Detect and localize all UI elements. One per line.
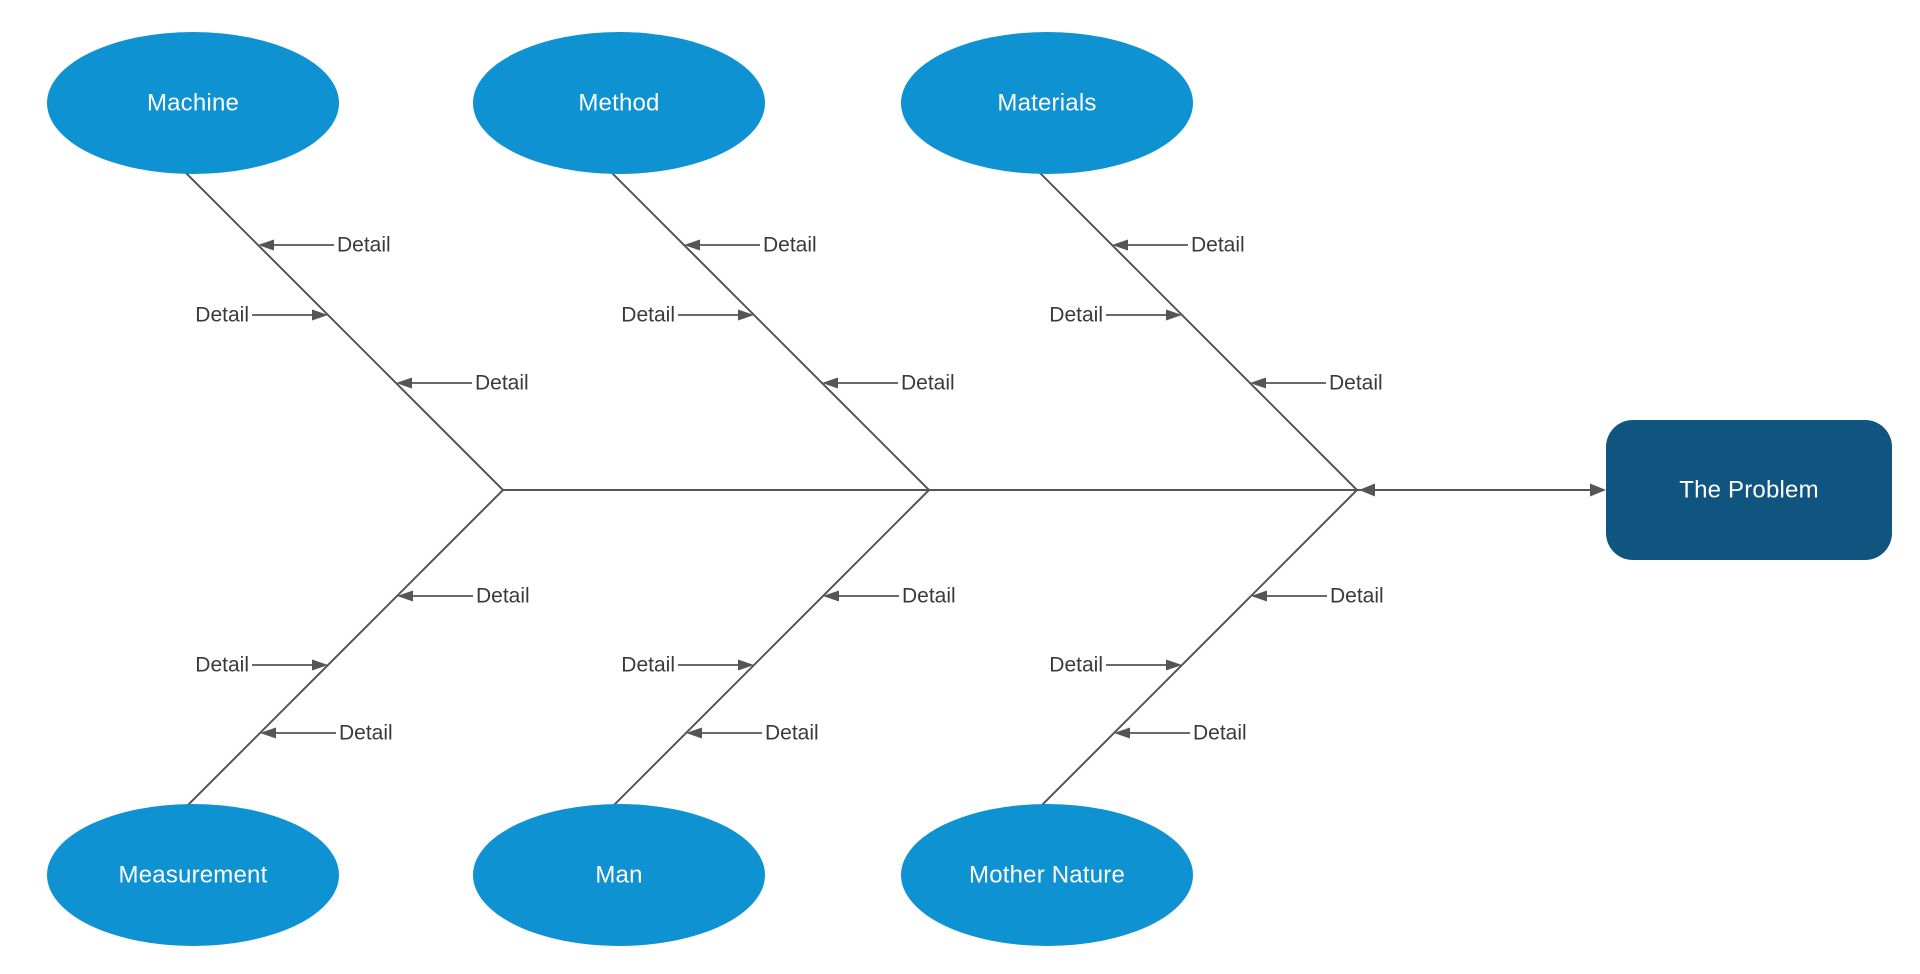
category-label-measurement: Measurement: [119, 862, 268, 889]
detail-arrow: Detail: [1251, 585, 1384, 608]
detail-label[interactable]: Detail: [763, 234, 817, 257]
spine-arrowhead-left-icon: [1359, 483, 1375, 497]
detail-arrow: Detail: [396, 372, 529, 395]
detail-arrow: Detail: [686, 722, 819, 745]
detail-arrowhead-icon: [1166, 309, 1182, 321]
detail-label[interactable]: Detail: [476, 585, 530, 608]
bone-line-machine: [147, 134, 504, 491]
detail-label[interactable]: Detail: [765, 722, 819, 745]
detail-arrowhead-icon: [738, 659, 754, 671]
category-label-machine: Machine: [147, 90, 239, 117]
category-node-machine[interactable]: [47, 32, 339, 174]
detail-arrowhead-icon: [260, 727, 276, 739]
category-label-method: Method: [578, 90, 659, 117]
detail-label[interactable]: Detail: [1049, 304, 1103, 327]
detail-label[interactable]: Detail: [1049, 654, 1103, 677]
problem-label: The Problem: [1679, 477, 1819, 504]
detail-arrowhead-icon: [312, 309, 328, 321]
category-node-mother-nature[interactable]: [901, 804, 1193, 946]
category-node-materials[interactable]: [901, 32, 1193, 174]
detail-arrow: Detail: [621, 654, 754, 677]
bone-line-mother-nature: [1001, 489, 1358, 846]
detail-arrow: Detail: [260, 722, 393, 745]
detail-arrow: Detail: [1114, 722, 1247, 745]
category-node-man[interactable]: [473, 804, 765, 946]
detail-label[interactable]: Detail: [1330, 585, 1384, 608]
problem-node[interactable]: [1606, 420, 1892, 560]
detail-arrow: Detail: [822, 372, 955, 395]
bone-line-method: [573, 134, 930, 491]
detail-arrowhead-icon: [1112, 239, 1128, 251]
detail-label[interactable]: Detail: [901, 372, 955, 395]
detail-arrowhead-icon: [684, 239, 700, 251]
detail-label[interactable]: Detail: [621, 304, 675, 327]
detail-arrowhead-icon: [738, 309, 754, 321]
detail-label[interactable]: Detail: [902, 585, 956, 608]
detail-arrowhead-icon: [823, 590, 839, 602]
detail-arrow: Detail: [621, 304, 754, 327]
category-label-materials: Materials: [997, 90, 1096, 117]
detail-arrowhead-icon: [822, 377, 838, 389]
detail-arrowhead-icon: [1251, 590, 1267, 602]
detail-label[interactable]: Detail: [621, 654, 675, 677]
bone-line-measurement: [147, 489, 504, 846]
detail-arrow: Detail: [823, 585, 956, 608]
detail-arrow: Detail: [195, 304, 328, 327]
detail-arrow: Detail: [1049, 654, 1182, 677]
detail-label[interactable]: Detail: [195, 304, 249, 327]
detail-arrowhead-icon: [396, 377, 412, 389]
category-label-man: Man: [595, 862, 642, 889]
problem-branch: The Problem: [1606, 420, 1892, 560]
detail-label[interactable]: Detail: [1191, 234, 1245, 257]
detail-label[interactable]: Detail: [475, 372, 529, 395]
detail-label[interactable]: Detail: [1193, 722, 1247, 745]
spine-arrowhead-right-icon: [1590, 483, 1606, 497]
detail-arrowhead-icon: [397, 590, 413, 602]
detail-arrow: Detail: [1049, 304, 1182, 327]
detail-arrowhead-icon: [258, 239, 274, 251]
detail-arrow: Detail: [258, 234, 391, 257]
detail-label[interactable]: Detail: [195, 654, 249, 677]
detail-arrow: Detail: [195, 654, 328, 677]
detail-arrowhead-icon: [312, 659, 328, 671]
detail-arrowhead-icon: [1114, 727, 1130, 739]
detail-arrow: Detail: [1250, 372, 1383, 395]
detail-label[interactable]: Detail: [337, 234, 391, 257]
detail-arrowhead-icon: [686, 727, 702, 739]
detail-arrowhead-icon: [1166, 659, 1182, 671]
bone-line-materials: [1001, 134, 1358, 491]
detail-label[interactable]: Detail: [339, 722, 393, 745]
detail-arrow: Detail: [1112, 234, 1245, 257]
category-node-method[interactable]: [473, 32, 765, 174]
detail-arrow: Detail: [684, 234, 817, 257]
bone-line-man: [573, 489, 930, 846]
detail-arrow: Detail: [397, 585, 530, 608]
category-node-measurement[interactable]: [47, 804, 339, 946]
category-label-mother-nature: Mother Nature: [969, 862, 1125, 889]
detail-arrowhead-icon: [1250, 377, 1266, 389]
detail-label[interactable]: Detail: [1329, 372, 1383, 395]
